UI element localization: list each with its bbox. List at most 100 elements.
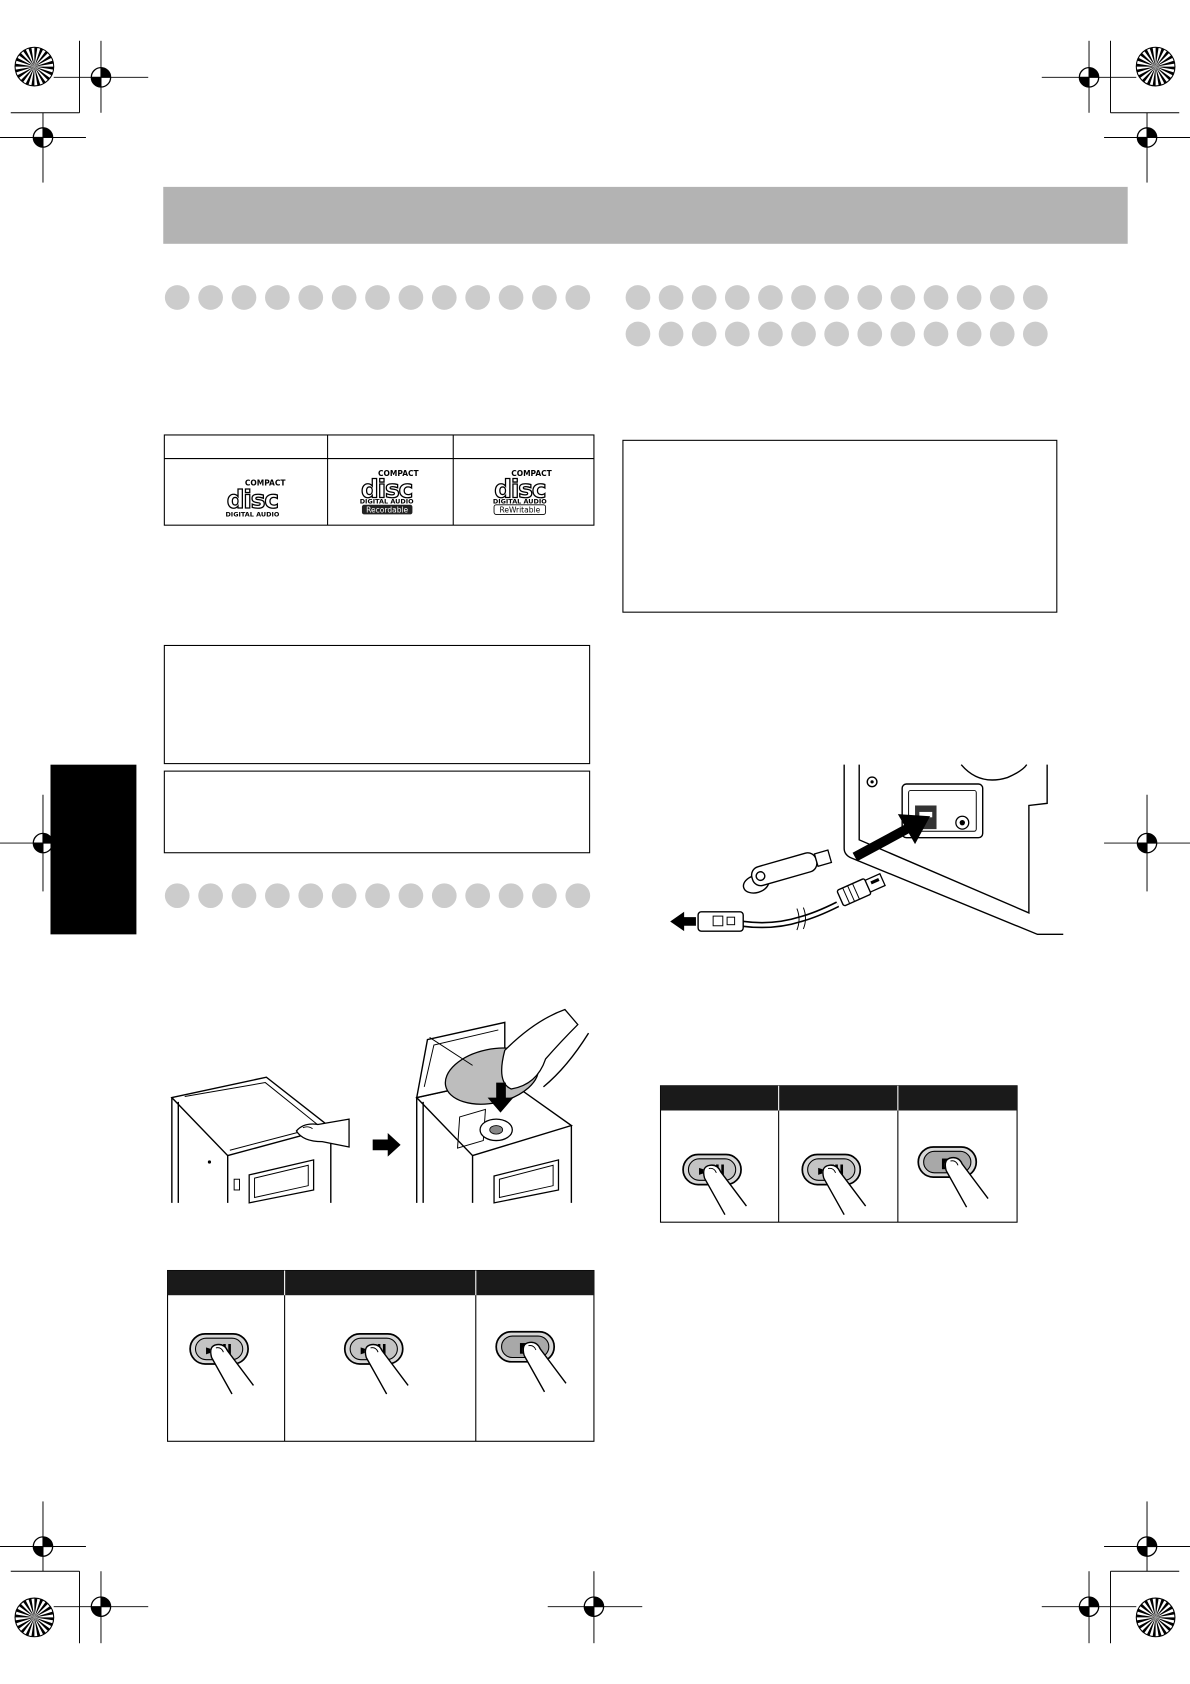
section-header-bar	[163, 186, 1128, 244]
unit-side	[171, 1097, 332, 1203]
starburst-ray	[1146, 66, 1156, 85]
plug-contact	[870, 877, 880, 885]
placeholder-dot	[532, 285, 557, 310]
starburst-ray	[1144, 1600, 1156, 1618]
registration-quadrant	[1147, 127, 1157, 138]
starburst-ray	[15, 1617, 35, 1624]
starburst-ray	[1155, 1617, 1172, 1632]
placeholder-dot	[890, 285, 916, 310]
registration-quadrant	[100, 1597, 111, 1607]
registration-mark	[53, 40, 149, 113]
usb-connection-illustration	[670, 764, 1064, 936]
placeholder-dot	[431, 285, 457, 310]
starburst-ray	[1139, 1603, 1156, 1618]
phones-jack-center	[959, 819, 965, 826]
starburst-ray	[34, 1617, 53, 1627]
logo-bottom-text: DIGITAL AUDIO	[225, 511, 279, 519]
starburst-ray	[1155, 50, 1170, 67]
arrow-right-icon	[372, 1133, 401, 1157]
logo-bottom-text: DIGITAL AUDIO	[493, 498, 547, 506]
starburst-ray	[23, 49, 35, 67]
placeholder-dot	[565, 285, 591, 310]
starburst-ray	[34, 1617, 46, 1635]
registration-quadrant	[1089, 1597, 1099, 1607]
placeholder-dot	[398, 285, 424, 310]
finger-icon	[703, 1165, 747, 1217]
starburst-ray	[28, 47, 35, 67]
placeholder-dot	[498, 883, 524, 909]
placeholder-dot	[758, 321, 783, 347]
starburst-ray	[34, 66, 41, 86]
placeholder-dot	[691, 285, 717, 310]
placeholder-dot	[331, 285, 357, 310]
placeholder-dot	[824, 285, 849, 310]
starburst-mark	[1135, 1597, 1176, 1638]
logo-disc-word: disc	[361, 474, 412, 503]
registration-quadrant	[1147, 1536, 1157, 1547]
plug-connector	[864, 872, 886, 893]
cable-break-mark	[796, 907, 806, 931]
placeholder-dot	[625, 321, 651, 347]
starburst-ray	[34, 1617, 54, 1621]
stick-body	[750, 852, 818, 887]
placeholder-dot	[231, 883, 257, 909]
fingernail	[827, 1167, 837, 1173]
placeholder-dot	[231, 285, 257, 310]
placeholder-dot	[498, 285, 524, 310]
registration-quadrant	[1079, 77, 1090, 87]
starburst-ray	[1136, 63, 1156, 67]
starburst-ray	[34, 1617, 51, 1632]
starburst-ray	[1136, 1617, 1156, 1624]
starburst-ray	[28, 1598, 35, 1618]
starburst-ray	[1137, 57, 1156, 67]
unit-outer-edge	[843, 764, 1064, 936]
placeholder-dot	[791, 321, 816, 347]
starburst-ray	[1155, 47, 1159, 67]
fingernail	[302, 1126, 313, 1130]
disc-type-table: COMPACT disc DIGITAL AUDIO COMPACT disc …	[163, 434, 595, 526]
unit-side	[416, 1097, 573, 1203]
starburst-ray	[1141, 66, 1156, 83]
usb-plug-a-icon	[836, 872, 886, 907]
placeholder-dot	[198, 285, 223, 310]
unit-display-inner	[498, 1164, 554, 1199]
heading-placeholders	[164, 285, 1048, 909]
starburst-ray	[25, 66, 35, 85]
cd-recordable-logo: COMPACT disc DIGITAL AUDIO Recordable	[360, 469, 420, 515]
starburst-ray	[1155, 66, 1175, 70]
starburst-ray	[20, 66, 35, 83]
registration-quadrant	[100, 67, 111, 78]
placeholder-dot	[465, 285, 491, 310]
starburst-ray	[1155, 60, 1175, 67]
registration-quadrant	[91, 1606, 101, 1617]
starburst-ray	[34, 60, 54, 67]
registration-quadrant	[593, 1597, 604, 1607]
starburst-ray	[1138, 1617, 1156, 1629]
placeholder-dot	[658, 321, 684, 347]
finger-outline	[522, 1341, 567, 1393]
table-header	[660, 1085, 1018, 1111]
starburst-ray	[34, 50, 49, 67]
fingernail	[708, 1167, 717, 1173]
registration-mark	[1104, 112, 1190, 183]
starburst-ray	[20, 1617, 35, 1634]
starburst-ray	[1141, 1617, 1156, 1634]
finger-icon	[822, 1165, 866, 1217]
placeholder-dot	[532, 883, 557, 909]
starburst-ray	[34, 1601, 49, 1618]
starburst-ray	[23, 1600, 35, 1618]
starburst-ray	[1155, 48, 1165, 67]
starburst-ray	[1155, 66, 1162, 86]
hand-holding-disc-icon	[501, 1008, 579, 1090]
registration-quadrant	[1079, 1606, 1090, 1617]
starburst-ray	[34, 47, 38, 67]
finger-outline	[944, 1156, 989, 1208]
starburst-ray	[1146, 1617, 1156, 1636]
registration-mark	[1041, 40, 1137, 113]
starburst-mark	[14, 46, 55, 87]
starburst-ray	[1155, 1617, 1167, 1635]
usb-note-box	[622, 439, 1058, 613]
placeholder-dot	[198, 883, 223, 909]
placeholder-dot	[956, 321, 982, 347]
